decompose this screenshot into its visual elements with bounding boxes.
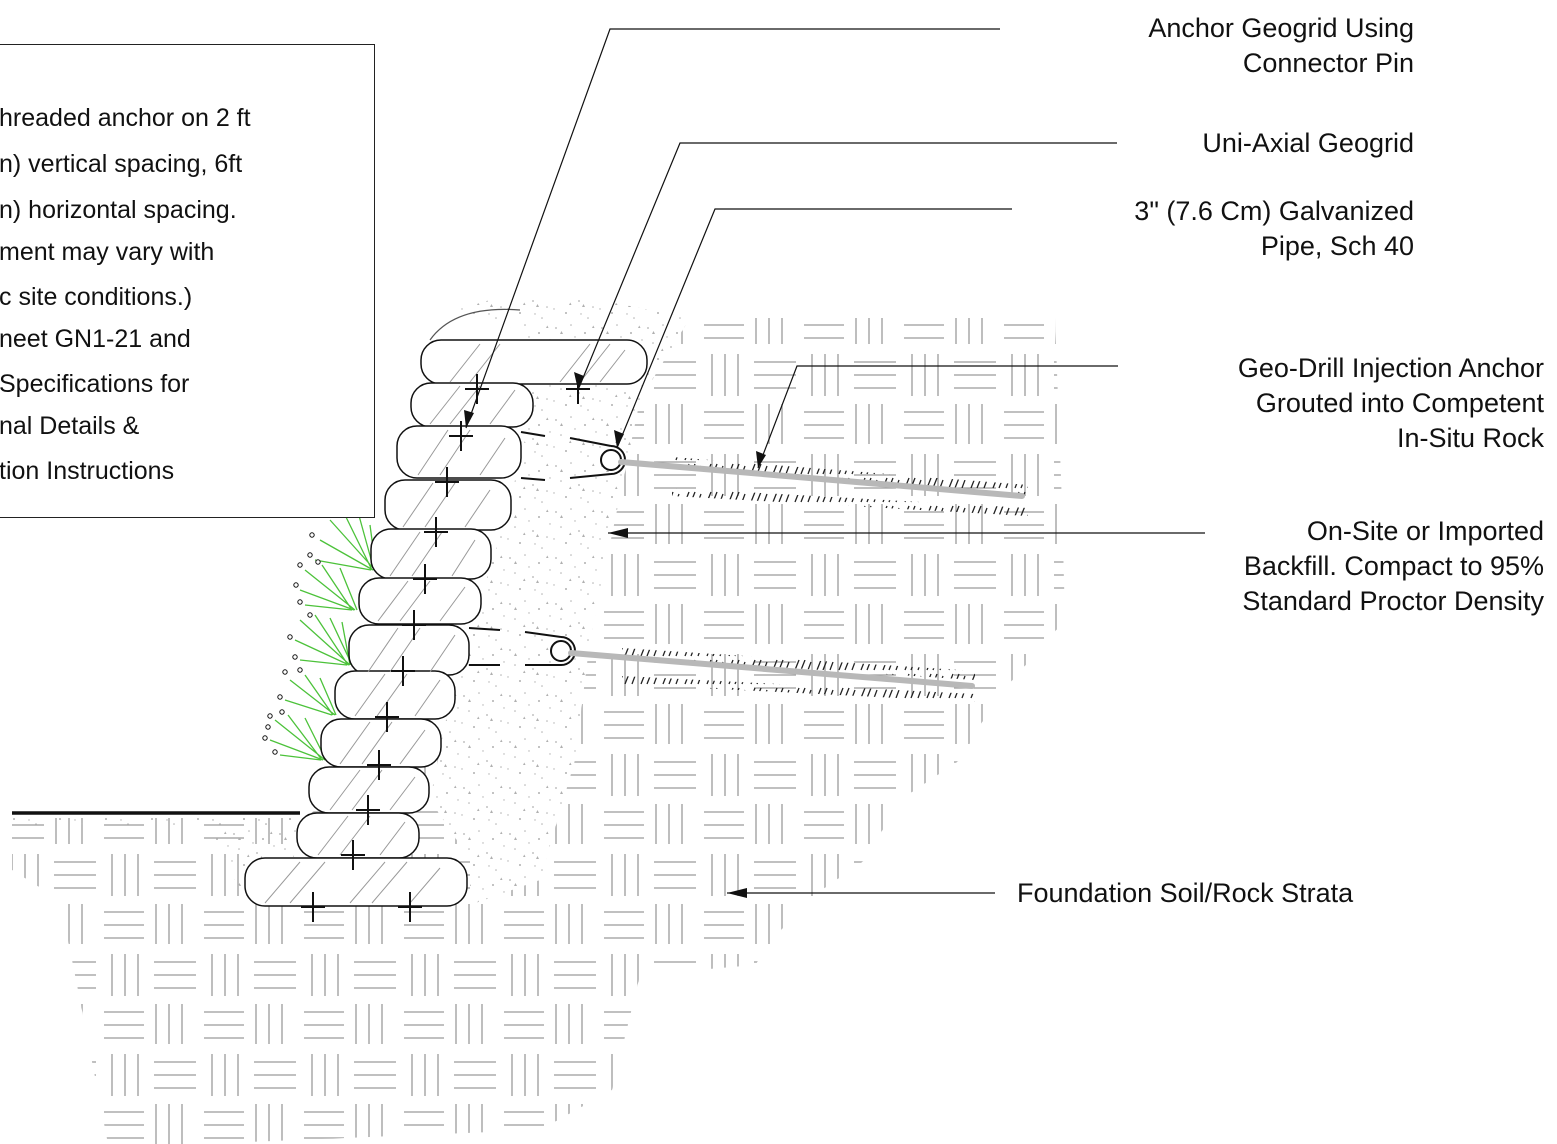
note-line-3: n) horizontal spacing.: [0, 196, 237, 224]
note-line-1: hreaded anchor on 2 ft: [0, 104, 251, 132]
drill-hole-upper: [672, 457, 1028, 516]
note-line-7: Specifications for: [0, 370, 190, 398]
note-line-4: ment may vary with: [0, 238, 215, 266]
label-uni-axial-geogrid: Uni-Axial Geogrid: [1202, 128, 1414, 158]
wall-blocks: [244, 339, 648, 907]
note-line-9: tion Instructions: [0, 457, 175, 485]
anchor-rod-upper: [618, 459, 1025, 499]
label-galvanized-pipe: 3" (7.6 Cm) Galvanized Pipe, Sch 40: [1134, 196, 1414, 261]
note-line-2: n) vertical spacing, 6ft: [0, 150, 243, 178]
label-backfill: On-Site or Imported Backfill. Compact to…: [1242, 516, 1544, 616]
block-hatching: [264, 343, 626, 904]
note-line-8: nal Details &: [0, 412, 140, 440]
note-line-6: neet GN1-21 and: [0, 325, 191, 353]
note-box: hreaded anchor on 2 ft n) vertical spaci…: [0, 44, 375, 518]
note-line-5: c site conditions.): [0, 283, 193, 311]
label-anchor-geogrid: Anchor Geogrid Using Connector Pin: [1148, 13, 1414, 78]
label-geo-drill-anchor: Geo-Drill Injection Anchor Grouted into …: [1237, 353, 1544, 453]
pipe-lower: [550, 640, 572, 662]
label-foundation-soil: Foundation Soil/Rock Strata: [1017, 878, 1354, 908]
leader-lines: [465, 28, 1205, 894]
drill-hole-lower: [622, 648, 975, 702]
backfill-top-curve: [429, 308, 521, 341]
leader-arrowheads: [464, 372, 766, 898]
anchor-rod-lower: [568, 650, 975, 689]
pipe-upper: [600, 449, 622, 471]
